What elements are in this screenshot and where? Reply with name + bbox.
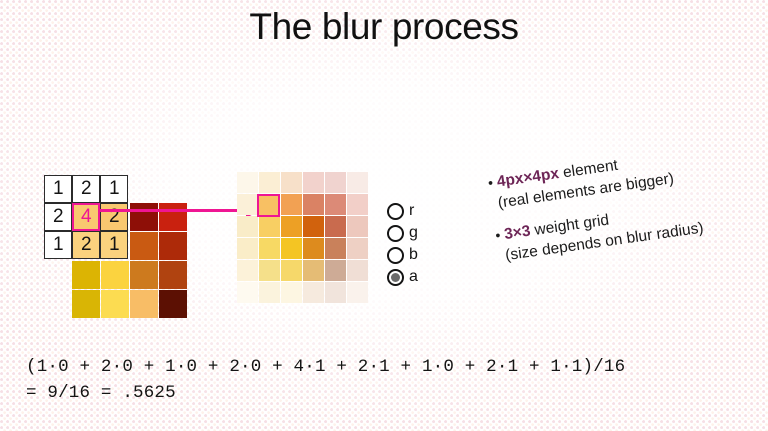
weight-cell: 1 — [44, 175, 73, 204]
weight-cell-value: 1 — [109, 234, 120, 256]
note-highlight: 3×3 — [503, 222, 532, 244]
blurred-pixel — [347, 238, 368, 259]
channel-circle-icon — [387, 246, 404, 264]
blurred-pixel — [303, 172, 324, 193]
blurred-pixel — [347, 216, 368, 237]
rgba-channel-row: r — [387, 200, 418, 222]
source-pixel — [159, 261, 187, 289]
blurred-result-highlight-cell — [257, 194, 280, 217]
channel-fill-dot — [391, 229, 400, 238]
blurred-pixel — [237, 172, 258, 193]
blurred-pixel — [303, 260, 324, 281]
channel-fill-dot — [391, 207, 400, 216]
rgba-channel-row: g — [387, 222, 418, 244]
blurred-pixel — [259, 194, 280, 215]
source-pixel — [130, 261, 158, 289]
weight-cell: 2 — [72, 231, 101, 260]
blurred-pixel — [281, 172, 302, 193]
source-element-pixel-grid — [72, 203, 187, 318]
channel-fill-dot — [391, 251, 400, 260]
source-pixel — [130, 232, 158, 260]
blurred-pixel — [281, 194, 302, 215]
blurred-pixel — [259, 260, 280, 281]
blurred-pixel — [303, 238, 324, 259]
page-title: The blur process — [249, 6, 519, 47]
weight-cell-value: 2 — [81, 178, 92, 200]
blurred-pixel — [325, 172, 346, 193]
blurred-pixel — [347, 194, 368, 215]
blurred-pixel — [259, 216, 280, 237]
weight-cell: 1 — [100, 175, 129, 204]
weight-cell: 2 — [44, 203, 73, 232]
blurred-pixel — [281, 282, 302, 303]
formula-block: (1·0 + 2·0 + 1·0 + 2·0 + 4·1 + 2·1 + 1·0… — [26, 354, 625, 406]
source-pixel — [72, 261, 100, 289]
blurred-pixel — [281, 216, 302, 237]
source-pixel — [130, 203, 158, 231]
channel-circle-icon — [387, 224, 404, 242]
blurred-pixel — [281, 238, 302, 259]
weight-cell-value: 1 — [53, 234, 64, 256]
blurred-pixel — [237, 260, 258, 281]
weight-cell: 1 — [100, 231, 129, 260]
blurred-pixel — [237, 282, 258, 303]
source-pixel — [101, 261, 129, 289]
bullet-icon: • — [487, 174, 495, 191]
blurred-pixel — [259, 172, 280, 193]
weight-cell-value: 4 — [81, 206, 92, 228]
source-pixel — [72, 290, 100, 318]
weight-cell-value: 2 — [53, 206, 64, 228]
blurred-pixel — [281, 260, 302, 281]
blurred-pixel — [325, 194, 346, 215]
source-pixel — [130, 290, 158, 318]
flow-arrow-line — [88, 209, 254, 213]
weight-cell-value: 2 — [81, 234, 92, 256]
blurred-pixel — [347, 260, 368, 281]
formula-line-1: (1·0 + 2·0 + 1·0 + 2·0 + 4·1 + 2·1 + 1·0… — [26, 357, 626, 377]
source-pixel — [159, 232, 187, 260]
bullet-icon: • — [494, 226, 502, 244]
weight-cell-value: 1 — [53, 178, 64, 200]
source-pixel — [159, 203, 187, 231]
blurred-pixel — [347, 172, 368, 193]
weight-cell-value: 2 — [109, 206, 120, 228]
channel-circle-icon — [387, 268, 404, 286]
channel-label: a — [409, 268, 418, 285]
source-pixel — [101, 290, 129, 318]
channel-circle-icon — [387, 202, 404, 220]
blurred-result-pixel-grid — [237, 172, 368, 303]
weight-cell-value: 1 — [109, 178, 120, 200]
rgba-channel-row: a — [387, 266, 418, 288]
blurred-pixel — [303, 282, 324, 303]
weight-cell: 1 — [44, 231, 73, 260]
weight-cell: 4 — [72, 203, 101, 232]
blurred-pixel — [237, 194, 258, 215]
blurred-pixel — [347, 282, 368, 303]
channel-fill-dot — [391, 272, 400, 282]
blurred-pixel — [259, 238, 280, 259]
rgba-channel-row: b — [387, 244, 418, 266]
source-pixel — [159, 290, 187, 318]
channel-label: b — [409, 246, 418, 263]
blurred-pixel — [325, 282, 346, 303]
blurred-pixel — [325, 238, 346, 259]
blurred-pixel — [325, 260, 346, 281]
channel-label: r — [409, 202, 415, 219]
weight-cell: 2 — [100, 203, 129, 232]
blurred-pixel — [325, 216, 346, 237]
blurred-pixel — [259, 282, 280, 303]
formula-line-2: = 9/16 = .5625 — [26, 383, 176, 403]
channel-label: g — [409, 224, 418, 241]
blurred-pixel — [303, 194, 324, 215]
blurred-pixel — [303, 216, 324, 237]
weight-cell: 2 — [72, 175, 101, 204]
blurred-pixel — [237, 216, 258, 237]
blurred-pixel — [237, 238, 258, 259]
